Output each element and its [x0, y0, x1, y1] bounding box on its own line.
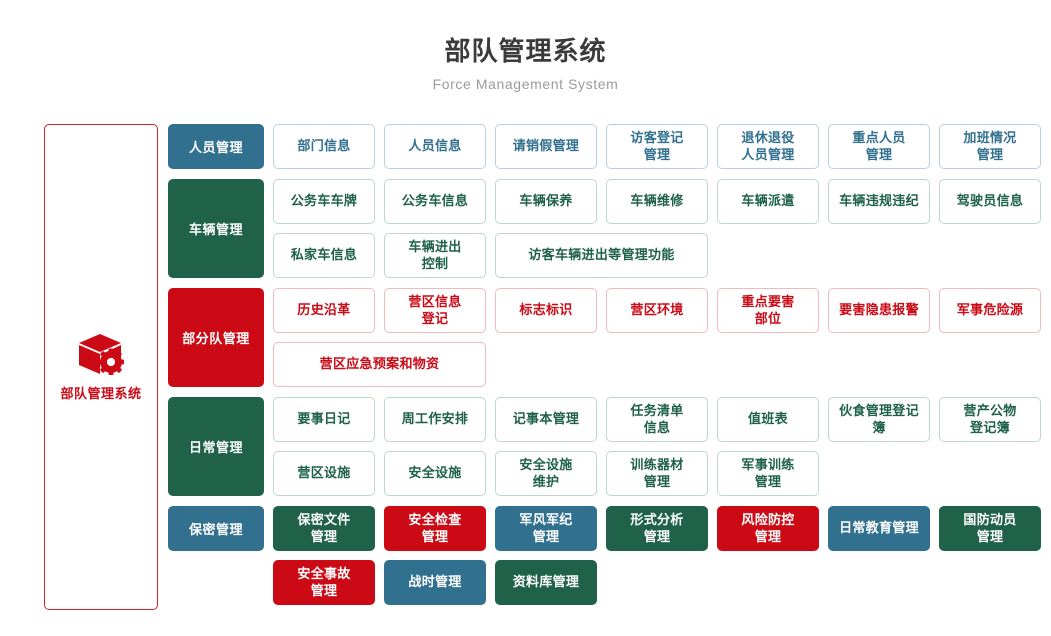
module-card[interactable]: 日常教育管理 [828, 506, 930, 551]
module-groups: 人员管理部门信息人员信息请销假管理访客登记管理退休退役人员管理重点人员管理加班情… [168, 124, 1051, 610]
group-card-grid: 部门信息人员信息请销假管理访客登记管理退休退役人员管理重点人员管理加班情况管理 [273, 124, 1041, 169]
module-card[interactable]: 营区应急预案和物资 [273, 342, 486, 387]
module-card[interactable]: 要事日记 [273, 397, 375, 442]
group-card-grid: 公务车车牌公务车信息车辆保养车辆维修车辆派遣车辆违规违纪驾驶员信息私家车信息车辆… [273, 179, 1041, 278]
module-card[interactable]: 车辆进出控制 [384, 233, 486, 278]
module-card[interactable]: 形式分析管理 [606, 506, 708, 551]
module-card[interactable]: 车辆维修 [606, 179, 708, 224]
module-card[interactable]: 历史沿革 [273, 288, 375, 333]
page-title: 部队管理系统 [444, 36, 607, 66]
module-card[interactable]: 车辆保养 [495, 179, 597, 224]
group-header-3[interactable]: 日常管理 [168, 397, 264, 496]
module-card[interactable]: 安全事故管理 [273, 560, 375, 605]
group-card-grid: 历史沿革营区信息登记标志标识营区环境重点要害部位要害隐患报警军事危险源营区应急预… [273, 288, 1041, 387]
group-header-4[interactable]: 保密管理 [168, 506, 264, 551]
module-card[interactable]: 营区环境 [606, 288, 708, 333]
module-card[interactable]: 任务清单信息 [606, 397, 708, 442]
module-card[interactable]: 安全设施 [384, 451, 486, 496]
module-card[interactable]: 公务车车牌 [273, 179, 375, 224]
module-card[interactable]: 访客车辆进出等管理功能 [495, 233, 708, 278]
group-header-0[interactable]: 人员管理 [168, 124, 264, 169]
module-card[interactable]: 重点要害部位 [717, 288, 819, 333]
module-card[interactable]: 记事本管理 [495, 397, 597, 442]
group-header-1[interactable]: 车辆管理 [168, 179, 264, 278]
module-group-row: 保密管理保密文件管理安全检查管理军风军纪管理形式分析管理风险防控管理日常教育管理… [168, 506, 1041, 605]
module-card[interactable]: 车辆违规违纪 [828, 179, 930, 224]
module-card[interactable]: 请销假管理 [495, 124, 597, 169]
module-card[interactable]: 退休退役人员管理 [717, 124, 819, 169]
module-group-row: 日常管理要事日记周工作安排记事本管理任务清单信息值班表伙食管理登记簿营产公物登记… [168, 397, 1041, 496]
module-card[interactable]: 驾驶员信息 [939, 179, 1041, 224]
system-module-board: 部队管理系统 人员管理部门信息人员信息请销假管理访客登记管理退休退役人员管理重点… [0, 124, 1051, 610]
module-card[interactable]: 加班情况管理 [939, 124, 1041, 169]
sidebar-system-label: 部队管理系统 [60, 385, 142, 401]
module-group-row: 部分队管理历史沿革营区信息登记标志标识营区环境重点要害部位要害隐患报警军事危险源… [168, 288, 1041, 387]
module-card[interactable]: 训练器材管理 [606, 451, 708, 496]
page-header: 部队管理系统 Force Management System [0, 0, 1051, 92]
module-card[interactable]: 部门信息 [273, 124, 375, 169]
module-card[interactable]: 标志标识 [495, 288, 597, 333]
group-card-grid: 保密文件管理安全检查管理军风军纪管理形式分析管理风险防控管理日常教育管理国防动员… [273, 506, 1041, 605]
module-card[interactable]: 值班表 [717, 397, 819, 442]
module-card[interactable]: 安全检查管理 [384, 506, 486, 551]
module-card[interactable]: 营区设施 [273, 451, 375, 496]
module-card[interactable]: 营区信息登记 [384, 288, 486, 333]
module-card[interactable]: 重点人员管理 [828, 124, 930, 169]
module-card[interactable]: 军事危险源 [939, 288, 1041, 333]
module-card[interactable]: 战时管理 [384, 560, 486, 605]
page-subtitle: Force Management System [432, 76, 619, 93]
module-card[interactable]: 国防动员管理 [939, 506, 1041, 551]
group-header-2[interactable]: 部分队管理 [168, 288, 264, 387]
module-card[interactable]: 周工作安排 [384, 397, 486, 442]
module-card[interactable]: 风险防控管理 [717, 506, 819, 551]
module-card[interactable]: 人员信息 [384, 124, 486, 169]
module-card[interactable]: 私家车信息 [273, 233, 375, 278]
module-card[interactable]: 营产公物登记簿 [939, 397, 1041, 442]
cube-gear-icon [78, 333, 125, 375]
module-card[interactable]: 车辆派遣 [717, 179, 819, 224]
module-card[interactable]: 资料库管理 [495, 560, 597, 605]
module-group-row: 人员管理部门信息人员信息请销假管理访客登记管理退休退役人员管理重点人员管理加班情… [168, 124, 1041, 169]
group-card-grid: 要事日记周工作安排记事本管理任务清单信息值班表伙食管理登记簿营产公物登记簿营区设… [273, 397, 1041, 496]
module-card[interactable]: 军事训练管理 [717, 451, 819, 496]
module-card[interactable]: 访客登记管理 [606, 124, 708, 169]
module-card[interactable]: 军风军纪管理 [495, 506, 597, 551]
module-card[interactable]: 伙食管理登记簿 [828, 397, 930, 442]
module-card[interactable]: 保密文件管理 [273, 506, 375, 551]
module-card[interactable]: 要害隐患报警 [828, 288, 930, 333]
module-card[interactable]: 公务车信息 [384, 179, 486, 224]
module-group-row: 车辆管理公务车车牌公务车信息车辆保养车辆维修车辆派遣车辆违规违纪驾驶员信息私家车… [168, 179, 1041, 278]
module-card[interactable]: 安全设施维护 [495, 451, 597, 496]
sidebar-system-card[interactable]: 部队管理系统 [44, 124, 158, 610]
